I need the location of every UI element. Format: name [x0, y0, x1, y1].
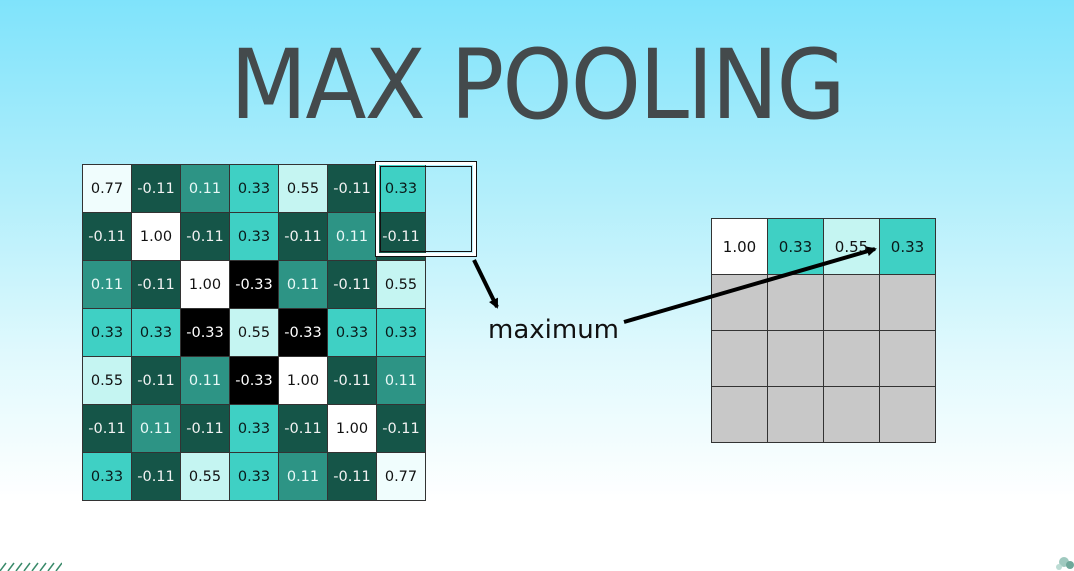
grid-cell: -0.11 [328, 261, 377, 309]
grid-cell: 0.55 [83, 357, 132, 405]
grid-cell: -0.11 [181, 405, 230, 453]
grid-cell: 0.11 [181, 357, 230, 405]
grid-cell: 0.55 [377, 261, 426, 309]
grid-cell [880, 331, 936, 387]
grid-cell: 1.00 [181, 261, 230, 309]
window-to-maximum-arrow [472, 259, 499, 309]
grid-cell: -0.11 [132, 261, 181, 309]
grid-cell: -0.11 [132, 453, 181, 501]
grid-cell: 0.33 [83, 309, 132, 357]
grid-cell: 0.33 [377, 165, 426, 213]
slide-title: MAX POOLING [230, 29, 845, 141]
grid-cell [712, 331, 768, 387]
grid-cell: 1.00 [712, 219, 768, 275]
grid-cell: 0.77 [377, 453, 426, 501]
corner-decoration-left [0, 562, 62, 571]
grid-cell: 0.55 [279, 165, 328, 213]
grid-cell: 0.33 [328, 309, 377, 357]
grid-cell [768, 275, 824, 331]
grid-cell: 0.11 [83, 261, 132, 309]
grid-cell: 0.55 [230, 309, 279, 357]
grid-cell [824, 387, 880, 443]
grid-cell: 1.00 [132, 213, 181, 261]
grid-cell: -0.33 [279, 309, 328, 357]
grid-cell: 0.33 [83, 453, 132, 501]
grid-cell [880, 275, 936, 331]
grid-cell: 0.77 [83, 165, 132, 213]
grid-cell: 0.33 [132, 309, 181, 357]
grid-cell: -0.11 [377, 405, 426, 453]
grid-cell: 1.00 [279, 357, 328, 405]
grid-cell: -0.11 [328, 357, 377, 405]
grid-cell: 0.11 [377, 357, 426, 405]
grid-cell: -0.33 [230, 261, 279, 309]
grid-cell: 1.00 [328, 405, 377, 453]
grid-cell [824, 331, 880, 387]
grid-cell: -0.11 [132, 165, 181, 213]
grid-cell: 0.33 [230, 405, 279, 453]
grid-cell: -0.11 [279, 213, 328, 261]
grid-cell [880, 387, 936, 443]
grid-cell: 0.11 [132, 405, 181, 453]
grid-cell: -0.11 [328, 453, 377, 501]
grid-cell: 0.11 [181, 165, 230, 213]
grid-cell: -0.11 [83, 213, 132, 261]
grid-cell [824, 275, 880, 331]
maximum-to-output-arrow [623, 246, 877, 324]
grid-cell: -0.11 [132, 357, 181, 405]
grid-cell [768, 331, 824, 387]
grid-cell: 0.33 [230, 213, 279, 261]
grid-cell: 0.33 [768, 219, 824, 275]
corner-decoration-right [1056, 557, 1074, 570]
grid-cell: -0.11 [83, 405, 132, 453]
grid-cell: 0.33 [880, 219, 936, 275]
grid-cell: -0.33 [181, 309, 230, 357]
grid-cell: 0.33 [377, 309, 426, 357]
grid-cell [712, 387, 768, 443]
maximum-label: maximum [488, 315, 620, 345]
grid-cell: 0.55 [181, 453, 230, 501]
grid-cell: -0.11 [279, 405, 328, 453]
grid-cell: 0.11 [279, 261, 328, 309]
grid-cell: 0.33 [230, 165, 279, 213]
grid-cell: 0.33 [230, 453, 279, 501]
grid-cell: -0.33 [230, 357, 279, 405]
pooling-window [375, 161, 477, 257]
grid-cell: -0.11 [181, 213, 230, 261]
grid-cell: 0.11 [279, 453, 328, 501]
grid-cell [768, 387, 824, 443]
grid-cell: 0.11 [328, 213, 377, 261]
